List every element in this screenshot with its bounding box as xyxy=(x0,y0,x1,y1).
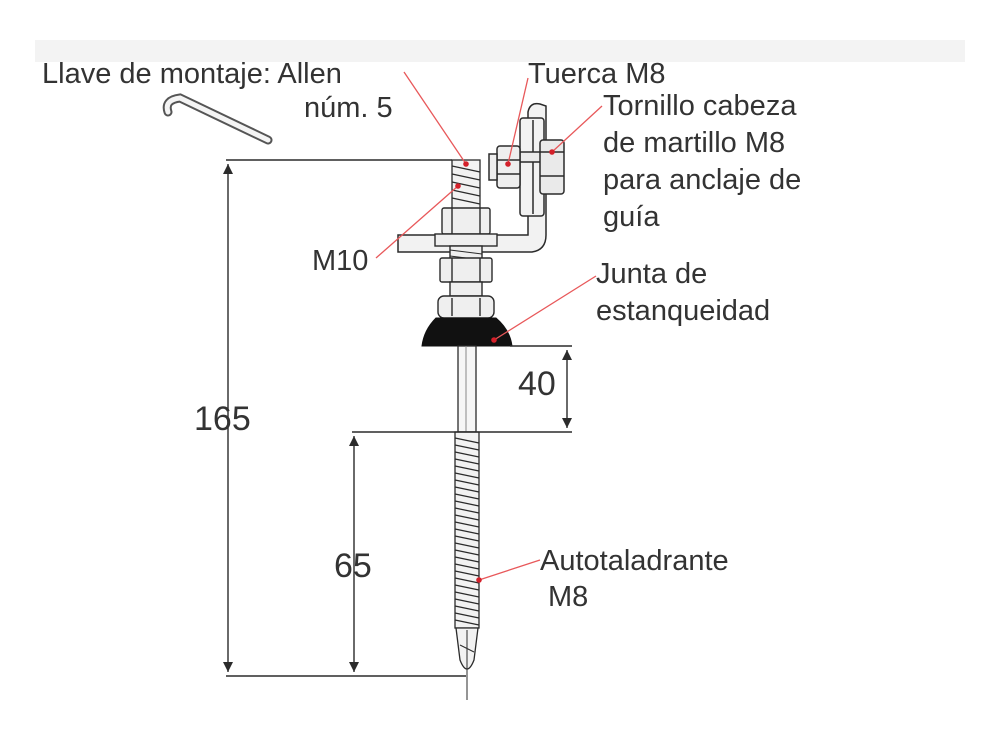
thread-line xyxy=(454,514,480,521)
label-hammer-bolt: Tornillo cabeza de martillo M8 para ancl… xyxy=(603,90,802,233)
dimension-threaded-length: 65 xyxy=(334,547,372,585)
thread-line xyxy=(454,619,480,626)
thread-line xyxy=(454,528,480,535)
label-m10: M10 xyxy=(312,245,369,277)
thread-line xyxy=(454,577,480,584)
thread-line xyxy=(454,584,480,591)
label-nut-m8: Tuerca M8 xyxy=(528,58,666,90)
dimension-total-length: 165 xyxy=(194,400,251,438)
dimension-plain-shank: 40 xyxy=(518,365,556,403)
allen-wrench-icon xyxy=(162,93,273,145)
thread-line xyxy=(454,549,480,556)
thread-line xyxy=(454,486,480,493)
sealing-washer xyxy=(421,317,513,347)
thread-line xyxy=(454,563,480,570)
dimension-lines xyxy=(223,159,572,677)
thread-line xyxy=(454,500,480,507)
m10-nut-assembly xyxy=(434,207,498,319)
leader-lines xyxy=(375,71,603,581)
plain-shank xyxy=(457,345,477,433)
thread-line xyxy=(454,479,480,486)
thread-line xyxy=(454,472,480,479)
self-drilling-thread xyxy=(454,431,480,700)
thread-line xyxy=(454,437,480,444)
thread-line xyxy=(454,465,480,472)
thread-line xyxy=(454,458,480,465)
callout-markers xyxy=(455,149,555,583)
label-sealing-gasket: Junta de estanqueidad xyxy=(596,258,771,327)
thread-line xyxy=(454,556,480,563)
thread-line xyxy=(454,570,480,577)
nut-m8 xyxy=(488,145,521,189)
thread-line xyxy=(454,542,480,549)
thread-line xyxy=(454,493,480,500)
thread-line xyxy=(454,605,480,612)
thread-line xyxy=(454,535,480,542)
guide-bracket xyxy=(397,102,547,253)
thread-line xyxy=(454,612,480,619)
top-band xyxy=(35,40,965,62)
label-allen-wrench: Llave de montaje: Allen núm. 5 xyxy=(42,58,393,124)
thread-line xyxy=(454,444,480,451)
thread-line xyxy=(454,591,480,598)
thread-line xyxy=(454,507,480,514)
thread-line xyxy=(454,521,480,528)
label-self-drilling: Autotaladrante M8 xyxy=(540,545,729,613)
thread-line xyxy=(454,598,480,605)
thread-line xyxy=(454,451,480,458)
